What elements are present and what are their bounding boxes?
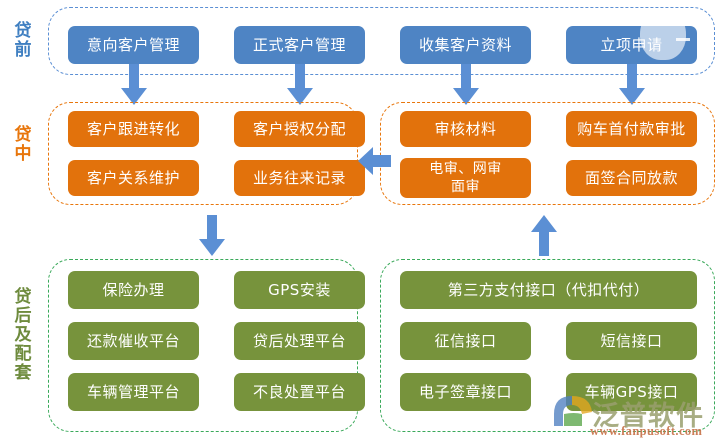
node-post-loan-3[interactable]: 还款催收平台	[68, 322, 199, 360]
stage-label-char: 贷	[14, 125, 32, 145]
node-in-loan-7[interactable]: 电审、网审 面审	[400, 158, 531, 198]
group-pre-loan	[48, 7, 715, 75]
node-third-party-payment[interactable]: 第三方支付接口（代扣代付）	[400, 271, 697, 309]
node-post-loan-1[interactable]: 保险办理	[68, 271, 199, 309]
stage-label-char: 套	[14, 363, 32, 383]
arrow-down-post-left	[196, 215, 228, 257]
group-post-loan-right	[380, 259, 715, 432]
group-in-loan-right	[380, 102, 715, 205]
node-in-loan-3[interactable]: 客户关系维护	[68, 160, 199, 196]
node-in-loan-8[interactable]: 面签合同放款	[566, 160, 697, 196]
node-in-loan-2[interactable]: 客户授权分配	[234, 111, 365, 147]
node-post-loan-8[interactable]: 短信接口	[566, 322, 697, 360]
arrow-down-3	[450, 64, 482, 106]
node-in-loan-6[interactable]: 购车首付款审批	[566, 111, 697, 147]
node-post-loan-7[interactable]: 征信接口	[400, 322, 531, 360]
node-post-loan-4[interactable]: 贷后处理平台	[234, 322, 365, 360]
watermark-dash	[676, 38, 690, 41]
stage-label-char: 后	[14, 306, 32, 326]
arrow-down-2	[284, 64, 316, 106]
stage-label-in-loan: 贷 中	[2, 126, 44, 164]
stage-label-char: 及	[14, 325, 32, 345]
node-post-loan-5[interactable]: 车辆管理平台	[68, 373, 199, 411]
arrow-down-4	[616, 64, 648, 106]
group-in-loan-left	[48, 102, 358, 205]
node-in-loan-4[interactable]: 业务往来记录	[234, 160, 365, 196]
arrow-left-in-loan	[355, 143, 391, 179]
node-post-loan-6[interactable]: 不良处置平台	[234, 373, 365, 411]
node-post-loan-9[interactable]: 电子签章接口	[400, 373, 531, 411]
node-in-loan-1[interactable]: 客户跟进转化	[68, 111, 199, 147]
stage-label-char: 贷	[14, 287, 32, 307]
stage-label-char: 贷	[14, 21, 32, 41]
node-pre-loan-1[interactable]: 意向客户管理	[68, 26, 199, 64]
arrow-down-1	[118, 64, 150, 106]
stage-label-char: 前	[14, 40, 32, 60]
stage-label-char: 配	[14, 344, 32, 364]
node-pre-loan-2[interactable]: 正式客户管理	[234, 26, 365, 64]
arrow-up-post-right	[528, 215, 560, 257]
node-pre-loan-3[interactable]: 收集客户资料	[400, 26, 531, 64]
node-pre-loan-4[interactable]: 立项申请	[566, 26, 697, 64]
stage-label-char: 中	[14, 144, 32, 164]
stage-label-post-loan: 贷 后 及 配 套	[2, 288, 44, 383]
node-in-loan-5[interactable]: 审核材料	[400, 111, 531, 147]
stage-label-pre-loan: 贷 前	[2, 22, 44, 60]
watermark-brand: 泛普软件	[592, 401, 704, 432]
node-post-loan-2[interactable]: GPS安装	[234, 271, 365, 309]
node-post-loan-10[interactable]: 车辆GPS接口	[566, 373, 697, 411]
